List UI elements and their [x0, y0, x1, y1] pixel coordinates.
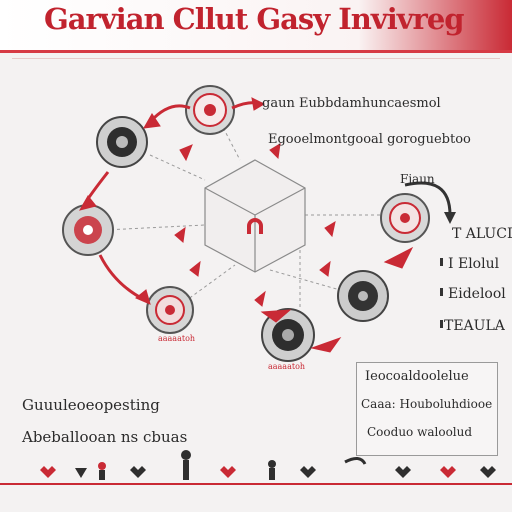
arrow-icon [404, 181, 452, 216]
right-list-item: Eidelool [448, 286, 506, 302]
figure-icon [40, 450, 496, 480]
right-list-item: TEAULA [444, 318, 505, 334]
note-line-1: Caaa: Houboluhdiooe [361, 397, 493, 411]
gear-node-icon [380, 193, 430, 243]
right-list-item: I Elolul [448, 256, 500, 272]
header-banner: Garvian Cllut Gasy Invivreg [0, 0, 512, 53]
gear-node-icon [146, 286, 194, 334]
list-bullets [440, 258, 443, 328]
left-line-1: Guuuleoeopesting [22, 396, 160, 414]
right-list-item: T ALUCD [452, 226, 512, 242]
note-title: Ieocoaldoolelue [365, 369, 469, 384]
arrow-icon [444, 212, 456, 224]
note-box: Ieocoaldoolelue Caaa: Houboluhdiooe Cood… [356, 362, 498, 456]
hexagon-core-icon [204, 159, 306, 273]
node-caption: aaaaatoh [268, 362, 306, 371]
connector-line [149, 154, 206, 181]
header-title: Garvian Cllut Gasy Invivreg [44, 2, 465, 36]
node-caption: aaaaatoh [158, 334, 196, 343]
gear-node-icon [96, 116, 148, 168]
top-line-1: gaun Eubbdamhuncaesmol [262, 96, 441, 111]
connector-line [269, 269, 341, 291]
connector-line [104, 224, 206, 231]
header-divider [12, 58, 500, 59]
gear-node-icon [62, 204, 114, 256]
gear-node-icon [185, 85, 235, 135]
top-line-2: Egooelmontgooal goroguebtoo [268, 132, 471, 147]
connector-lines [104, 111, 380, 310]
gear-node-icon [337, 270, 389, 322]
note-line-2: Cooduo waloolud [367, 425, 473, 439]
connector-line [179, 264, 236, 306]
left-line-2: Abeballooan ns cbuas [22, 428, 188, 446]
arrow-icon [78, 97, 414, 353]
gear-node-icon [261, 308, 315, 362]
right-tag: Fjaun [400, 172, 435, 186]
